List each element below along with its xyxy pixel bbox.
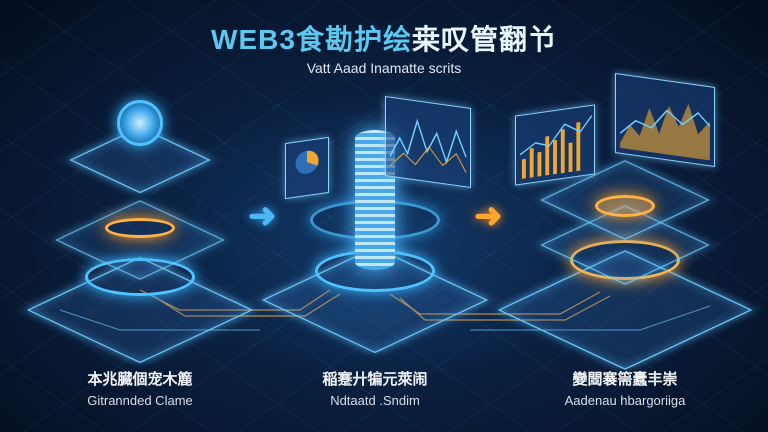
title-cjk-blue: 食勘护绘 [295,24,412,55]
mid-platform [55,200,225,280]
core-glow [595,195,655,217]
stage-1-subtitle: Gitrannded Clame [87,393,193,408]
stage-3-stack [497,72,753,370]
stage-2-label: 稲蹇廾犏元萊闹 Ndtaatd .Sndim [255,368,495,408]
stage-2-subtitle: Ndtaatd .Sndim [330,393,420,408]
title-cjk-white: 桒叹管翻兯 [411,24,557,55]
stage-1-title: 本兆臓個宠木簏 [87,371,193,388]
arrow-right-icon: ➜ [248,197,277,235]
arrow-right-icon: ➜ [474,197,503,235]
pie-chart-panel [285,136,329,200]
stage-3-subtitle: Aadenau hbargoriiga [564,393,686,408]
stage-3-label: 變閸褰篅蠹丰崇 Aadenau hbargoriiga [505,368,745,408]
orange-ring [570,240,680,280]
stage-2-stack [261,80,489,354]
stage-3-title: 變閸褰篅蠹丰崇 [572,371,678,388]
circuit-lines [59,289,711,331]
subtitle: Vatt Aaad Inamatte scrits [306,60,462,76]
stage-2-title: 稲蹇廾犏元萊闹 [322,371,428,388]
stage-1-stack [26,80,254,364]
page-title: WEB3食勘护绘桒叹管翻兯 [0,18,768,58]
bar-chart-panel [515,104,595,186]
line-chart-panel [385,95,471,189]
orange-ring [105,218,175,238]
coin-icon [117,100,163,146]
area-chart-panel [615,72,715,168]
glow-ring [85,258,195,296]
stage-1-label: 本兆臓個宠木簏 Gitrannded Clame [20,368,260,408]
title-prefix: WEB3 [211,24,296,55]
